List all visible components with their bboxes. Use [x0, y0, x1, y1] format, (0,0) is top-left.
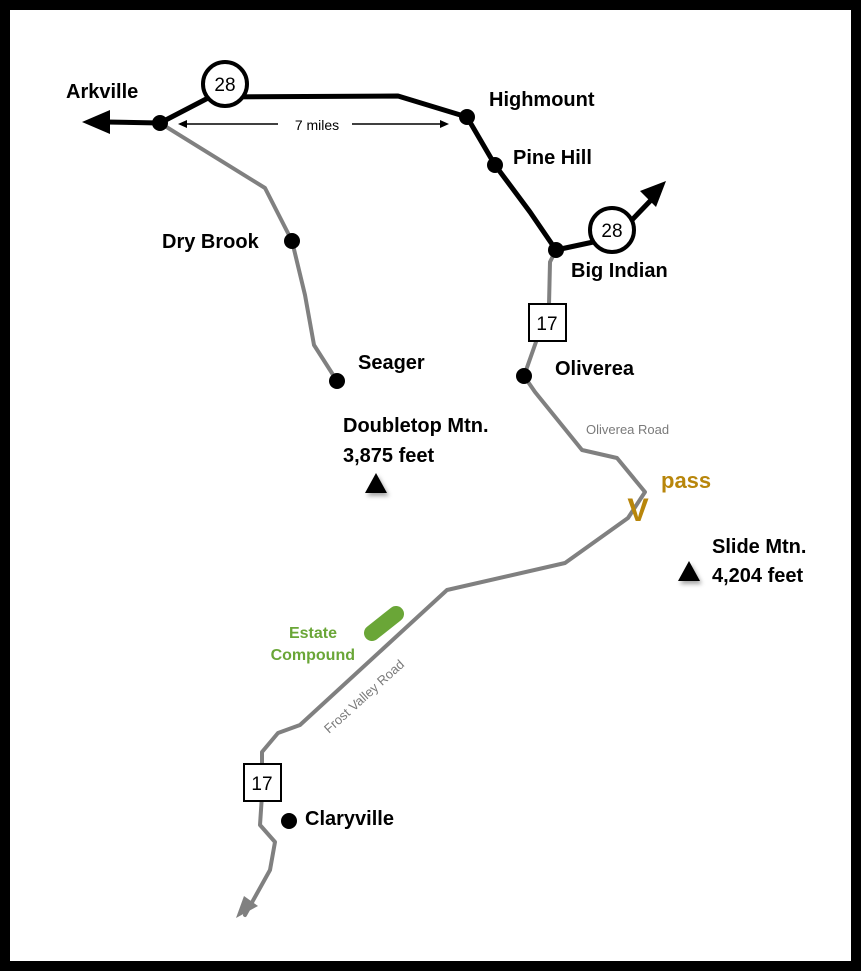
town-dots	[152, 109, 564, 829]
dot-highmount	[459, 109, 475, 125]
svg-text:28: 28	[214, 75, 235, 96]
town-label-claryville: Claryville	[305, 808, 394, 830]
slide-name: Slide Mtn.	[712, 536, 806, 558]
svg-text:17: 17	[251, 774, 272, 795]
dot-oliverea	[516, 368, 532, 384]
pass-label: pass	[661, 468, 711, 493]
dot-seager	[329, 373, 345, 389]
town-label-pine-hill: Pine Hill	[513, 147, 592, 169]
town-label-arkville: Arkville	[66, 81, 138, 103]
town-label-big-indian: Big Indian	[571, 260, 668, 282]
slide-peak-icon	[678, 561, 700, 581]
route-28-shield-west: 28	[201, 60, 249, 108]
west-arrow-head	[82, 110, 110, 134]
doubletop-peak-icon	[365, 473, 387, 493]
route-28-shield-east: 28	[588, 206, 636, 254]
distance-marker: 7 miles	[178, 117, 449, 133]
dot-pine-hill	[487, 157, 503, 173]
estate-label-line2: Compound	[271, 647, 355, 664]
svg-text:17: 17	[536, 314, 557, 335]
slide-elevation: 4,204 feet	[712, 565, 804, 587]
route-17-shield-south: 17	[243, 763, 282, 802]
estate-compound-marker	[364, 606, 404, 641]
dot-claryville	[281, 813, 297, 829]
west-arrow-shaft	[105, 119, 161, 126]
map-background	[10, 10, 851, 961]
dot-arkville	[152, 115, 168, 131]
northeast-arrow-head	[640, 181, 666, 207]
town-label-seager: Seager	[358, 352, 425, 374]
town-label-highmount: Highmount	[489, 89, 595, 111]
dot-dry-brook	[284, 233, 300, 249]
town-label-oliverea: Oliverea	[555, 358, 635, 380]
dot-big-indian	[548, 242, 564, 258]
estate-label-line1: Estate	[289, 625, 337, 642]
south-arrow-head	[236, 896, 258, 918]
distance-label: 7 miles	[295, 117, 339, 133]
road-label-oliverea: Oliverea Road	[586, 422, 669, 437]
town-label-dry-brook: Dry Brook	[162, 231, 260, 253]
svg-text:28: 28	[601, 221, 622, 242]
pass-symbol: V	[627, 492, 649, 528]
route-17-shield-north: 17	[528, 303, 567, 342]
northeast-arrow-shaft	[628, 196, 655, 224]
dry-brook-road	[158, 121, 339, 383]
doubletop-name: Doubletop Mtn.	[343, 415, 489, 437]
doubletop-elevation: 3,875 feet	[343, 445, 435, 467]
